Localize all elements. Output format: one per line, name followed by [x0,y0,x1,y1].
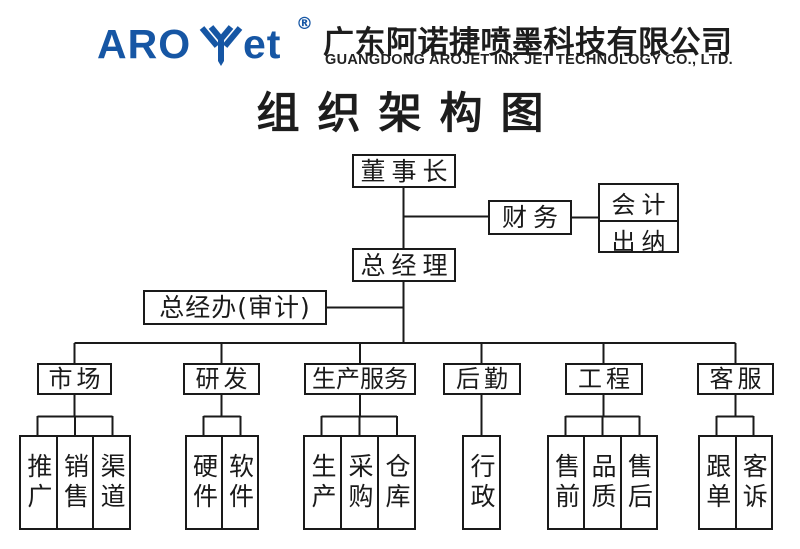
accounting-cashier-stack: 会计 出纳 [598,183,679,256]
child-cell-aftersales: 售后 [619,437,656,528]
dept-box-logistics: 后勤 [443,363,521,395]
child-cell-production: 生产 [308,452,337,513]
child-cell-sales: 销售 [55,437,93,528]
page-title: 组织架构图 [256,89,562,139]
chairman-box: 董事长 [352,154,456,188]
dept-box-engineering: 工程 [565,363,643,395]
child-cell-software: 软件 [221,437,257,528]
dept-box-production-service: 生产服务 [304,363,416,395]
customer-service-children-group: 跟单 客诉 [698,435,773,530]
child-cell-quality: 品质 [583,437,619,528]
production-children-group: 生产 采购 仓库 [303,435,416,530]
dept-box-rnd: 研发 [183,363,260,395]
logistics-children-group: 行政 [462,435,501,530]
company-name-chinese: 广东阿诺捷喷墨科技有限公司 [323,25,733,61]
child-cell-complaints: 客诉 [734,437,772,528]
child-cell-hardware: 硬件 [189,452,219,513]
rnd-children-group: 硬件 软件 [185,435,259,530]
dept-box-customer-service: 客服 [697,363,774,395]
accounting-cell: 会计 [611,191,672,219]
company-name-english: GUANGDONG AROJET INK JET TECHNOLOGY CO.,… [325,52,733,68]
logo-text-et: et [243,21,282,67]
child-cell-promotion: 推广 [23,452,53,513]
child-cell-order-follow-up: 跟单 [702,452,732,513]
logo-text-aro: ARO [97,21,192,67]
child-cell-channel: 渠道 [92,437,129,528]
cashier-cell: 出纳 [600,220,677,257]
gm-office-audit-box: 总经办(审计) [143,290,327,325]
child-cell-warehouse: 仓库 [377,437,414,528]
general-manager-box: 总经理 [352,248,456,282]
child-cell-administration: 行政 [467,452,496,513]
arojet-chevron-mark-icon [199,25,243,66]
engineering-children-group: 售前 品质 售后 [547,435,658,530]
dept-box-market: 市场 [37,363,112,395]
finance-box: 财务 [488,200,572,235]
child-cell-presales: 售前 [551,452,581,513]
child-cell-procurement: 采购 [340,437,377,528]
registered-trademark-icon: ® [296,14,313,34]
market-children-group: 推广 销售 渠道 [19,435,131,530]
